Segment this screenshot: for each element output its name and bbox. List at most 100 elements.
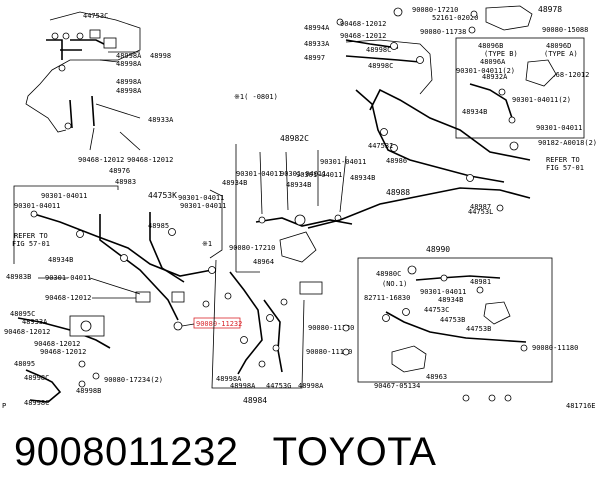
pipe-clip bbox=[496, 204, 504, 212]
label-star1: ※1 bbox=[202, 240, 212, 248]
label-48933A-right: 48933A bbox=[304, 40, 330, 48]
label-44753K: 44753K bbox=[148, 191, 177, 200]
label-90468-12012-a: 90468-12012 bbox=[78, 156, 124, 164]
label-90080-17210-m: 90080-17210 bbox=[229, 244, 275, 252]
parts-exploded-diagram: 44753C 48998A 48998A 48998 48998A 48998A… bbox=[2, 5, 597, 410]
bottom-right-bracket bbox=[483, 301, 511, 325]
top-right-clip bbox=[393, 7, 403, 17]
right-module-bracket bbox=[525, 59, 557, 87]
label-48964: 48964 bbox=[253, 258, 274, 266]
label-48984: 48984 bbox=[243, 396, 267, 405]
top-left-connector bbox=[103, 37, 117, 49]
right-module-clip bbox=[508, 116, 516, 124]
center-top-clip bbox=[294, 214, 306, 226]
label-90468-12012-d: 90468-12012 bbox=[4, 328, 50, 336]
label-48976: 48976 bbox=[109, 167, 130, 175]
label-90467: 90467-05134 bbox=[374, 382, 420, 390]
leader-line bbox=[119, 131, 141, 151]
left-clip bbox=[208, 266, 216, 274]
bottom-right-clip bbox=[342, 348, 350, 356]
label-note-0801: ※1( -0801) bbox=[234, 93, 278, 101]
pipe-clip bbox=[390, 144, 398, 152]
leader-line bbox=[89, 277, 141, 295]
part-caption: 9008011232 TOYOTA bbox=[14, 430, 436, 490]
center-module-boundary bbox=[211, 259, 305, 389]
left-connector bbox=[135, 291, 151, 303]
highlighted-part-box bbox=[193, 317, 241, 329]
label-44753B-r: 44753B bbox=[466, 325, 491, 333]
bottom-right-module-box bbox=[357, 257, 553, 383]
top-center-boundary bbox=[345, 39, 433, 95]
label-44753C: 44753C bbox=[83, 12, 108, 20]
label-44753I: 44753I bbox=[368, 142, 393, 150]
label-48934B-r: 48934B bbox=[462, 108, 487, 116]
top-left-clip bbox=[64, 122, 72, 130]
label-90182: 90182-A0018(2) bbox=[538, 139, 597, 147]
label-90080-11738: 90080-11738 bbox=[420, 28, 466, 36]
bottom-right-clip bbox=[504, 394, 512, 402]
pipe-clip bbox=[380, 128, 388, 136]
top-left-clip bbox=[51, 32, 59, 40]
bottom-right-clip bbox=[402, 308, 410, 316]
bottom-right-bracket bbox=[391, 345, 427, 373]
label-figure-id: 481716E bbox=[566, 402, 596, 410]
left-clip bbox=[168, 228, 176, 236]
label-90301-a: 90301-04011 bbox=[41, 192, 87, 200]
top-right-clip bbox=[470, 10, 478, 18]
bottom-right-clip bbox=[488, 394, 496, 402]
left-clip bbox=[120, 254, 128, 262]
label-refer-right-1: REFER TO bbox=[546, 156, 580, 164]
top-right-bracket bbox=[485, 5, 533, 31]
label-48983: 48983 bbox=[115, 178, 136, 186]
top-left-wiring bbox=[46, 39, 109, 60]
top-left-clip bbox=[62, 32, 70, 40]
left-wiring-main bbox=[33, 213, 213, 277]
label-90301-b: 90301-04011 bbox=[14, 202, 60, 210]
label-48998A-mid2: 48998A bbox=[116, 87, 142, 95]
part-number: 9008011232 bbox=[14, 430, 239, 474]
label-48987: 48987 bbox=[470, 203, 491, 211]
label-48933A-low: 48933A bbox=[22, 318, 48, 326]
label-48985: 48985 bbox=[148, 222, 169, 230]
label-48095C: 48095C bbox=[10, 310, 35, 318]
label-52161: 52161-02020 bbox=[432, 14, 478, 22]
label-44753L: 44753L bbox=[468, 208, 493, 216]
label-48096B-type: (TYPE B) bbox=[484, 50, 518, 58]
left-module-boundary bbox=[38, 185, 223, 259]
label-highlighted-part[interactable]: 90080-11232 bbox=[196, 320, 242, 328]
left-wiring-branch bbox=[99, 214, 179, 321]
label-90080-17234: 90080-17234(2) bbox=[104, 376, 163, 384]
leader-line bbox=[285, 151, 289, 211]
label-48934B-m1: 48934B bbox=[222, 179, 247, 187]
label-48998B: 48998B bbox=[76, 387, 101, 395]
label-48934B-rr: 48934B bbox=[438, 296, 463, 304]
label-48963: 48963 bbox=[426, 373, 447, 381]
label-90080-15088: 90080-15088 bbox=[542, 26, 588, 34]
label-90080-17210-top: 90080-17210 bbox=[412, 6, 458, 14]
left-connector bbox=[171, 291, 185, 303]
label-48978: 48978 bbox=[538, 5, 562, 14]
leader-line bbox=[99, 59, 119, 63]
label-48998A-b1: 48998A bbox=[216, 375, 242, 383]
left-module-boundary bbox=[13, 185, 38, 264]
center-wiring bbox=[229, 271, 263, 375]
label-90468-12012-h: 90468-12012 bbox=[340, 32, 386, 40]
label-48982C: 48982C bbox=[280, 134, 309, 143]
label-90301-h: 90301-04011 bbox=[320, 158, 366, 166]
label-44753C-r: 44753C bbox=[424, 306, 449, 314]
label-48998C-bottom: 48998C bbox=[24, 399, 49, 407]
bottom-right-wiring bbox=[385, 311, 527, 343]
right-module-clip bbox=[498, 88, 506, 96]
bottom-right-clip bbox=[407, 265, 417, 275]
label-90468-12012-e: 90468-12012 bbox=[34, 340, 80, 348]
label-48998A-b3: 48998A bbox=[298, 382, 324, 390]
label-44753B: 44753B bbox=[440, 316, 465, 324]
center-clip bbox=[240, 336, 248, 344]
top-center-clip bbox=[390, 42, 398, 50]
bottom-right-clip bbox=[520, 344, 528, 352]
label-48980C-no: (NO.1) bbox=[382, 280, 407, 288]
label-48932A: 48932A bbox=[482, 73, 508, 81]
label-48990: 48990 bbox=[426, 245, 450, 254]
sensor-bracket bbox=[279, 231, 317, 263]
right-clip bbox=[509, 141, 519, 151]
